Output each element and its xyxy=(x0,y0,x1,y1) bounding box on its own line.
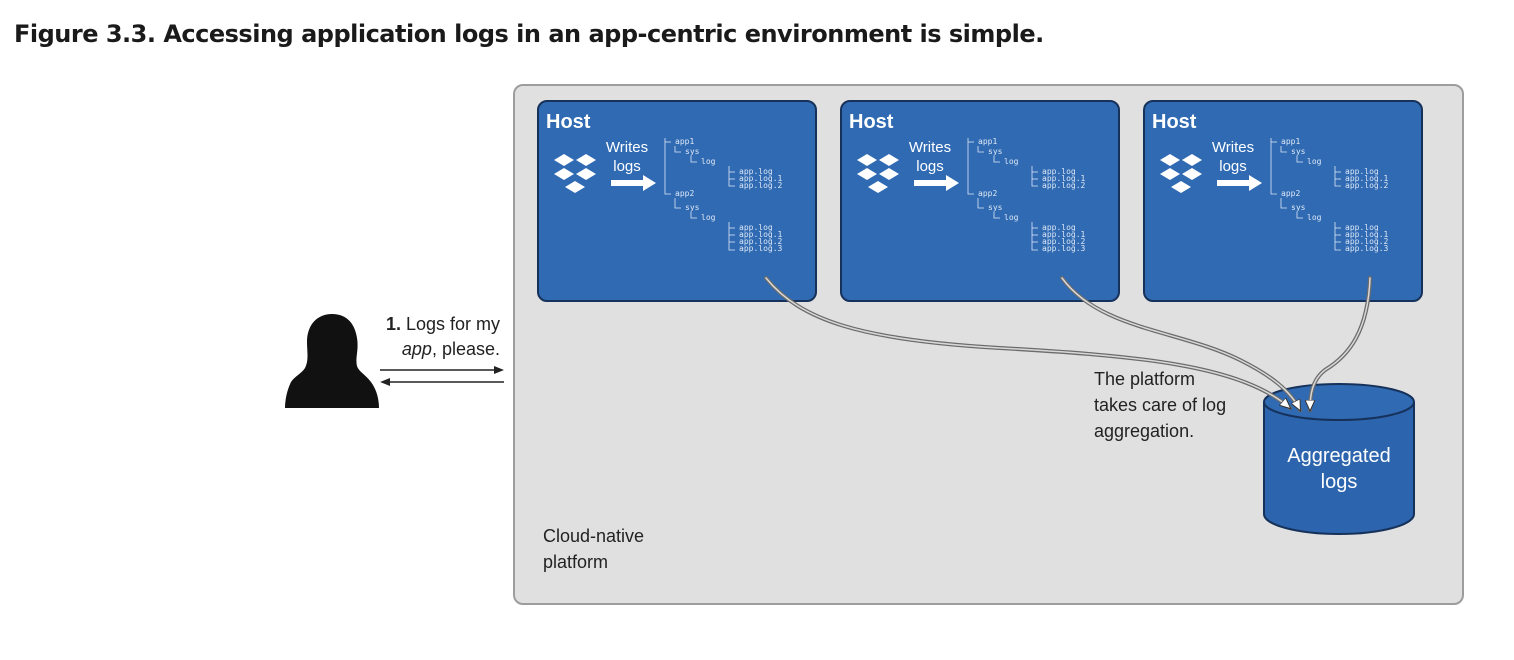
aggregated-logs-label: Aggregated logs xyxy=(1262,443,1416,495)
host-title: Host xyxy=(849,111,894,133)
tree-node: sys xyxy=(685,203,700,212)
tree-node: log xyxy=(1307,157,1322,166)
request-response-arrows xyxy=(380,366,504,386)
tree-node: log xyxy=(701,157,716,166)
host-1: Host Writes logs app1 sys log app.log ap… xyxy=(537,100,817,302)
writes-logs-label: Writes logs xyxy=(1203,138,1263,176)
tree-node: app.log.1 xyxy=(739,174,783,183)
note-line: The platform xyxy=(1094,369,1196,389)
writes-label: Writes xyxy=(908,139,952,156)
tree-node: app.log.1 xyxy=(739,230,783,239)
tree-node: app.log.3 xyxy=(1042,244,1086,253)
tree-node: sys xyxy=(1291,203,1306,212)
host-title: Host xyxy=(546,111,591,133)
tree-node: app2 xyxy=(1281,189,1300,198)
log-request-text: 1. Logs for my app, please. xyxy=(355,312,500,362)
tree-node: sys xyxy=(685,147,700,156)
tree-node: app.log xyxy=(1042,167,1076,176)
tree-node: app2 xyxy=(978,189,997,198)
request-text: Logs for my xyxy=(400,314,500,334)
tree-node: log xyxy=(701,213,716,222)
tree-node: app.log xyxy=(739,167,773,176)
tree-node: app.log xyxy=(739,223,773,232)
tree-node: app.log.2 xyxy=(739,237,783,246)
platform-label-line: platform xyxy=(543,552,609,572)
request-line-1: 1. Logs for my xyxy=(355,312,500,337)
writes-label: Writes xyxy=(1211,139,1255,156)
host-title: Host xyxy=(1152,111,1197,133)
tree-node: sys xyxy=(988,147,1003,156)
platform-label-line: Cloud-native xyxy=(543,526,645,546)
log-file-tree: app1 sys log app.log app.log.1 app.log.2… xyxy=(967,137,1086,253)
tree-node: app.log.3 xyxy=(739,244,783,253)
tree-node: log xyxy=(1307,213,1322,222)
tree-node: app.log xyxy=(1345,167,1379,176)
tree-node: app1 xyxy=(1281,137,1300,146)
tree-node: sys xyxy=(1291,147,1306,156)
logs-label: logs xyxy=(916,158,944,175)
logs-label: logs xyxy=(613,158,641,175)
tree-node: app.log.2 xyxy=(1042,237,1086,246)
writes-arrow-icon xyxy=(1217,175,1262,191)
request-emphasis: app xyxy=(401,339,432,359)
writes-arrow-icon xyxy=(611,175,656,191)
tree-node: app1 xyxy=(675,137,694,146)
figure-caption: Figure 3.3. Accessing application logs i… xyxy=(14,20,1044,48)
aggregation-note: The platform takes care of log aggregati… xyxy=(1094,366,1226,444)
tree-node: app.log.1 xyxy=(1345,230,1389,239)
tree-node: sys xyxy=(988,203,1003,212)
tree-node: app.log.1 xyxy=(1345,174,1389,183)
tree-node: app.log.1 xyxy=(1042,230,1086,239)
logs-label: logs xyxy=(1219,158,1247,175)
step-number: 1. xyxy=(385,314,401,334)
tree-node: app.log xyxy=(1042,223,1076,232)
aggregated-line: Aggregated xyxy=(1287,445,1391,467)
writes-logs-label: Writes logs xyxy=(900,138,960,176)
note-line: aggregation. xyxy=(1094,421,1195,441)
note-line: takes care of log xyxy=(1094,395,1227,415)
tree-node: app.log.2 xyxy=(1345,181,1389,190)
writes-label: Writes xyxy=(605,139,649,156)
person-silhouette-icon xyxy=(285,314,379,408)
host-2: Host Writes logs app1 sys log app.log ap… xyxy=(840,100,1120,302)
tree-node: app.log.2 xyxy=(1042,181,1086,190)
tree-node: app.log.2 xyxy=(1345,237,1389,246)
dropbox-icon xyxy=(857,154,899,193)
tree-node: app.log.1 xyxy=(1042,174,1086,183)
platform-label: Cloud-native platform xyxy=(543,523,644,575)
log-file-tree: app1 sys log app.log app.log.1 app.log.2… xyxy=(1270,137,1389,253)
tree-node: log xyxy=(1004,157,1019,166)
log-file-tree: app1 sys log app.log app.log.1 app.log.2… xyxy=(664,137,783,253)
tree-node: app.log.2 xyxy=(739,181,783,190)
tree-node: log xyxy=(1004,213,1019,222)
request-line-2: app, please. xyxy=(355,337,500,362)
dropbox-icon xyxy=(1160,154,1202,193)
host-3: Host Writes logs app1 sys log app.log ap… xyxy=(1143,100,1423,302)
writes-logs-label: Writes logs xyxy=(597,138,657,176)
dropbox-icon xyxy=(554,154,596,193)
tree-node: app1 xyxy=(978,137,997,146)
request-text: , please. xyxy=(431,339,500,359)
tree-node: app.log xyxy=(1345,223,1379,232)
aggregated-line: logs xyxy=(1320,471,1358,493)
tree-node: app2 xyxy=(675,189,694,198)
tree-node: app.log.3 xyxy=(1345,244,1389,253)
writes-arrow-icon xyxy=(914,175,959,191)
